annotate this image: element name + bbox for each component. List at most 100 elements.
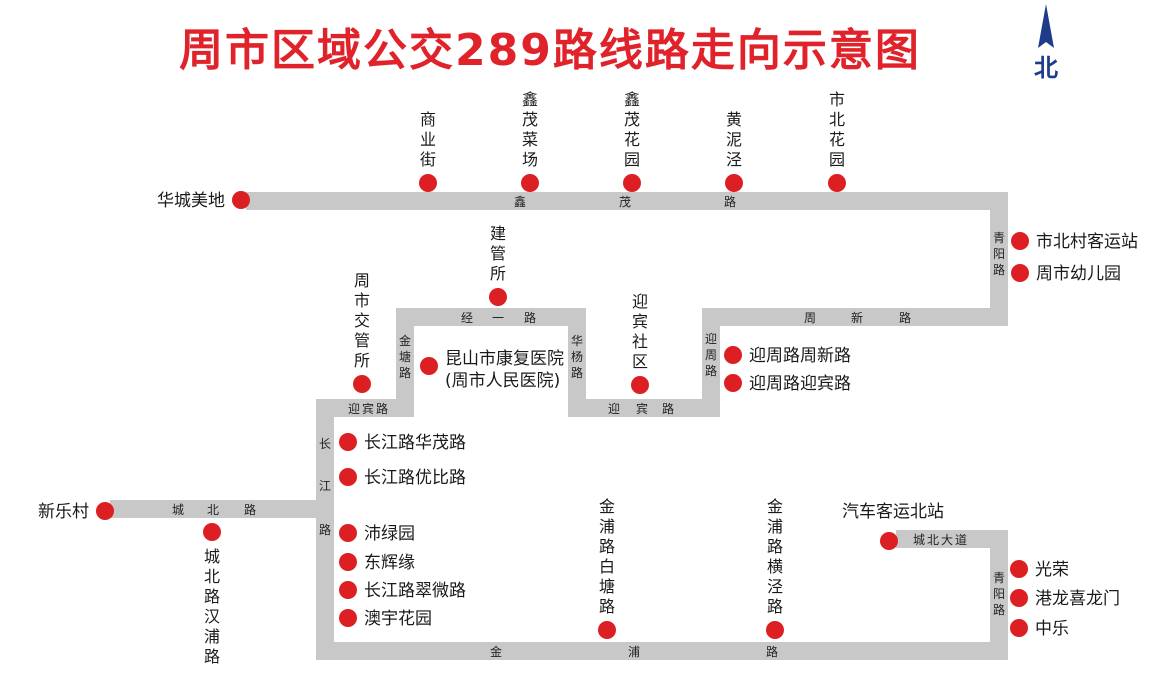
road-label-char: 城	[172, 503, 184, 517]
road-label-char: 大	[941, 533, 953, 547]
stop-dot[interactable]	[631, 376, 649, 394]
stop-dot[interactable]	[339, 524, 357, 542]
stop-name: 鑫	[624, 90, 640, 109]
stop-name: 塘	[599, 577, 615, 596]
stop-peilvyuan[interactable]: 沛绿园	[339, 524, 415, 544]
stop-dot[interactable]	[1010, 560, 1028, 578]
stop-name: 长江路翠微路	[364, 581, 466, 601]
stop-dot[interactable]	[339, 468, 357, 486]
road-label-char: 周	[804, 311, 816, 325]
stop-name: 管	[490, 244, 506, 263]
stop-dot[interactable]	[419, 174, 437, 192]
stop-dot[interactable]	[1010, 619, 1028, 637]
stop-dot[interactable]	[420, 357, 438, 375]
stop-yingzhoulu-yingbinlu[interactable]: 迎周路迎宾路	[724, 374, 851, 394]
north-label: 北	[1034, 54, 1058, 82]
road-label-char: 路	[766, 644, 778, 659]
stop-zhongle[interactable]: 中乐	[1010, 619, 1069, 639]
road-label-jintang-road: 金塘路	[399, 333, 411, 380]
stop-name: 北	[204, 567, 220, 586]
stop-dot[interactable]	[339, 433, 357, 451]
stop-xinlecun[interactable]: 新乐村	[38, 502, 114, 522]
road-label-char: 北	[927, 533, 939, 547]
stop-huangnijing[interactable]: 黄泥泾	[725, 110, 743, 192]
stops-layer: 华城美地商业街鑫茂菜场鑫茂花园黄泥泾市北花园市北村客运站周市幼儿园建管所迎宾社区…	[38, 90, 1138, 666]
stop-dot[interactable]	[203, 523, 221, 541]
stop-shibeicun-keyunzhan[interactable]: 市北村客运站	[1011, 232, 1138, 252]
road-label-qingyang-road-lower: 青阳路	[993, 571, 1005, 617]
stop-dot[interactable]	[1011, 232, 1029, 250]
stop-name: 市	[354, 291, 370, 310]
route-segment	[246, 192, 1008, 210]
road-label-char: 青	[993, 571, 1005, 585]
stop-name: 光荣	[1035, 560, 1069, 580]
stop-dot[interactable]	[880, 532, 898, 550]
stop-zhoushi-youeryuan[interactable]: 周市幼儿园	[1011, 264, 1121, 284]
road-label-char: 路	[524, 310, 536, 325]
stop-name: 路	[599, 597, 615, 616]
road-label-char: 周	[705, 348, 717, 362]
stop-dot[interactable]	[766, 621, 784, 639]
stop-changjiang-youbi[interactable]: 长江路优比路	[339, 468, 466, 488]
stop-dot[interactable]	[724, 346, 742, 364]
stop-name: 菜	[522, 130, 538, 149]
stop-jianguansuo[interactable]: 建管所	[489, 224, 507, 306]
stop-donghuiyuan[interactable]: 东辉缘	[339, 553, 415, 573]
stop-name: 园	[624, 150, 640, 169]
road-label-char: 宾	[362, 401, 374, 416]
stop-dot[interactable]	[725, 174, 743, 192]
stop-name: 花	[624, 130, 640, 149]
road-label-chengbei-road: 城北路	[172, 502, 256, 517]
road-label-yingzhou-road: 迎周路	[705, 332, 717, 378]
stop-dot[interactable]	[489, 288, 507, 306]
stop-dot[interactable]	[1010, 589, 1028, 607]
road-label-char: 鑫	[514, 194, 526, 209]
page-title: 周市区域公交289路线路走向示意图	[179, 25, 921, 76]
stop-changjiang-cuiwei[interactable]: 长江路翠微路	[339, 581, 466, 601]
route-segment	[316, 642, 1008, 660]
stop-dot[interactable]	[232, 191, 250, 209]
stop-dot[interactable]	[623, 174, 641, 192]
stop-dot[interactable]	[353, 375, 371, 393]
road-label-char: 宾	[636, 401, 648, 416]
stop-name: 北	[829, 110, 845, 129]
stop-qiche-keyun-beizhan[interactable]: 汽车客运北站	[842, 502, 944, 550]
road-label-chengbei-avenue: 城北大道	[913, 533, 967, 547]
stop-ganglong-xilongmen[interactable]: 港龙喜龙门	[1010, 589, 1120, 609]
stop-yingzhoulu-zhouxinlu[interactable]: 迎周路周新路	[724, 346, 851, 366]
stop-dot[interactable]	[339, 553, 357, 571]
stop-dot[interactable]	[339, 609, 357, 627]
stop-kangfu-hospital[interactable]: 昆山市康复医院(周市人民医院)	[420, 349, 564, 391]
stop-aoyu-huayuan[interactable]: 澳宇花园	[339, 609, 432, 629]
route-segment	[702, 308, 720, 417]
stop-dot[interactable]	[1011, 264, 1029, 282]
road-label-char: 道	[955, 533, 967, 547]
stop-name: 横	[767, 557, 783, 576]
stop-dot[interactable]	[339, 581, 357, 599]
stop-dot[interactable]	[828, 174, 846, 192]
stop-changjiang-huamao[interactable]: 长江路华茂路	[339, 433, 466, 453]
road-label-char: 迎	[348, 402, 360, 416]
stop-name: 路	[767, 537, 783, 556]
stop-name: 鑫	[522, 90, 538, 109]
road-label-char: 路	[399, 365, 411, 380]
stop-huacheng-meidi[interactable]: 华城美地	[157, 191, 250, 211]
stop-dot[interactable]	[96, 502, 114, 520]
stop-dot[interactable]	[598, 621, 616, 639]
stop-name: 新乐村	[38, 502, 89, 522]
stop-shangye-jie[interactable]: 商业街	[419, 110, 437, 192]
stop-guangrong[interactable]: 光荣	[1010, 560, 1069, 580]
stop-name: 花	[829, 130, 845, 149]
stop-name: 城	[204, 547, 220, 566]
stop-dot[interactable]	[724, 374, 742, 392]
stop-name: 澳宇花园	[364, 609, 432, 629]
stop-dot[interactable]	[521, 174, 539, 192]
